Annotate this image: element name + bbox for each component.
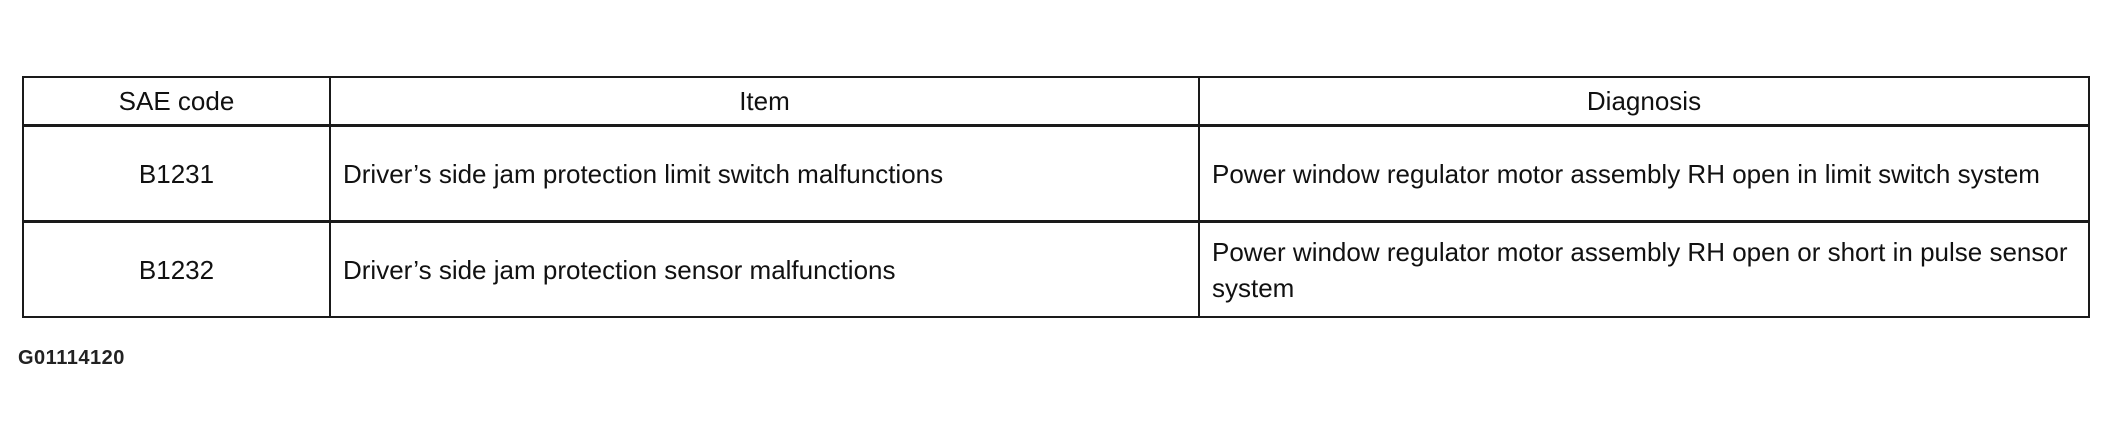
table-row: B1231 Driver’s side jam protection limit… [22,124,2090,223]
table-header-row: SAE code Item Diagnosis [22,76,2090,127]
cell-sae-code: B1232 [22,220,331,318]
figure-id-label: G01114120 [18,347,125,369]
cell-item: Driver’s side jam protection limit switc… [329,124,1200,223]
header-sae-code: SAE code [22,76,331,127]
cell-diagnosis: Power window regulator motor assembly RH… [1198,124,2090,223]
dtc-table: SAE code Item Diagnosis B1231 Driver’s s… [22,76,2090,318]
cell-item: Driver’s side jam protection sensor malf… [329,220,1200,318]
dtc-table-container: SAE code Item Diagnosis B1231 Driver’s s… [22,76,2090,318]
cell-diagnosis: Power window regulator motor assembly RH… [1198,220,2090,318]
header-item: Item [329,76,1200,127]
table-row: B1232 Driver’s side jam protection senso… [22,220,2090,318]
header-diagnosis: Diagnosis [1198,76,2090,127]
cell-sae-code: B1231 [22,124,331,223]
